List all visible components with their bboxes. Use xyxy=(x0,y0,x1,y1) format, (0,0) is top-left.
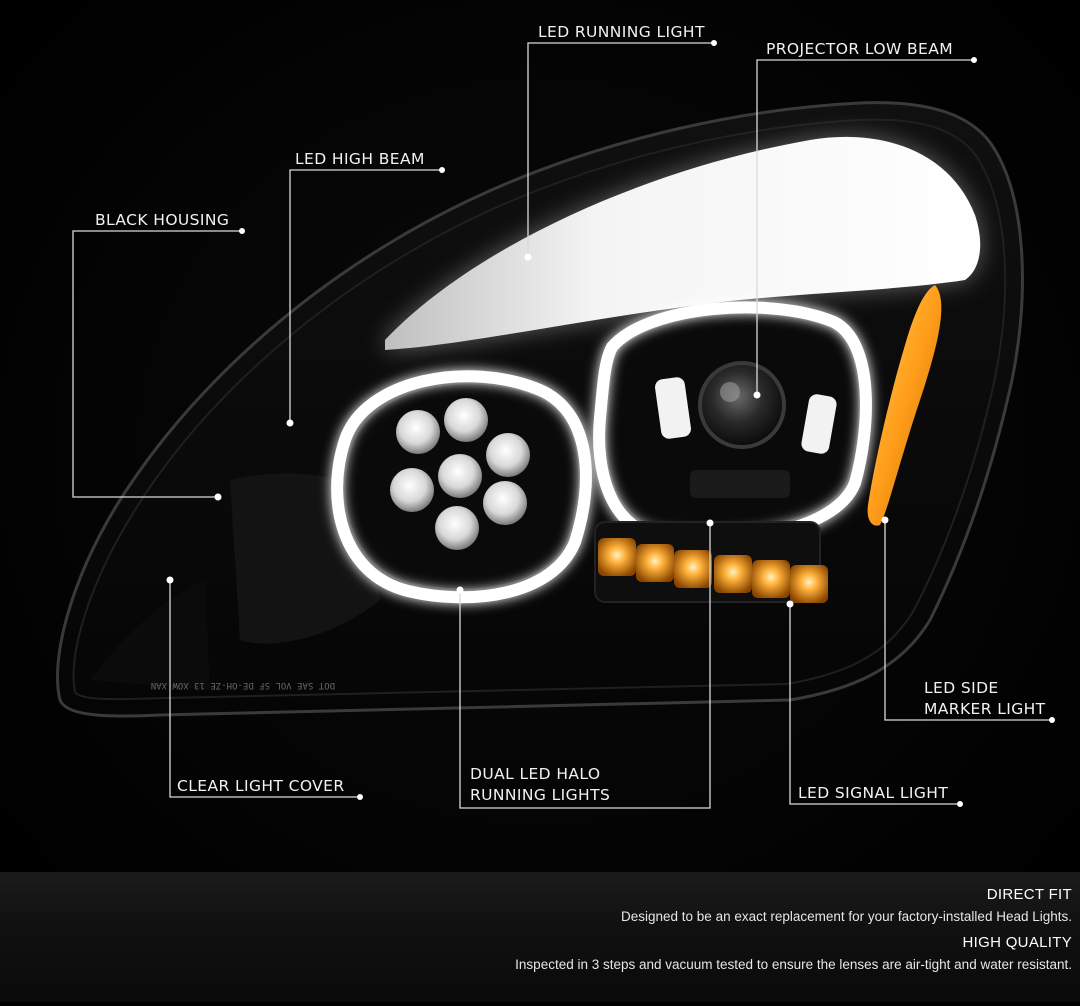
feature-title: DIRECT FIT xyxy=(986,886,1072,903)
label-led-side-marker-line2: MARKER LIGHT xyxy=(924,700,1046,718)
label-dual-halo-line1: DUAL LED HALO xyxy=(470,765,601,783)
label-projector-low-beam: PROJECTOR LOW BEAM xyxy=(766,40,954,58)
led-high-beam-module xyxy=(331,370,592,604)
projector-low-beam-module xyxy=(593,301,872,546)
label-dual-led-halo-running-lights: DUAL LED HALO RUNNING LIGHTS xyxy=(470,764,610,806)
leader-dots xyxy=(166,40,1055,807)
label-led-high-beam: LED HIGH BEAM xyxy=(295,150,425,168)
label-dual-halo-line2: RUNNING LIGHTS xyxy=(470,786,611,804)
label-black-housing: BLACK HOUSING xyxy=(95,211,230,229)
label-led-running-light: LED RUNNING LIGHT xyxy=(538,23,705,41)
leader-lines xyxy=(72,42,1050,809)
led-signal-light-bar xyxy=(594,521,828,603)
feature-title: HIGH QUALITY xyxy=(962,934,1072,951)
label-led-side-marker-light: LED SIDE MARKER LIGHT xyxy=(924,678,1046,720)
feature-info-band: DIRECT FIT Designed to be an exact repla… xyxy=(0,872,1080,1002)
label-clear-light-cover: CLEAR LIGHT COVER xyxy=(177,777,345,795)
feature-description: Inspected in 3 steps and vacuum tested t… xyxy=(515,957,1072,972)
feature-high-quality: HIGH QUALITY Inspected in 3 steps and va… xyxy=(515,934,1072,972)
feature-description: Designed to be an exact replacement for … xyxy=(621,909,1072,924)
lens-etching: DOT SAE VOL SF DE-OH-ZE 13 XOW XAN xyxy=(151,680,335,690)
label-led-signal-light: LED SIGNAL LIGHT xyxy=(798,784,949,802)
led-side-marker-shape xyxy=(867,285,942,526)
feature-direct-fit: DIRECT FIT Designed to be an exact repla… xyxy=(621,886,1072,924)
led-running-light-strip xyxy=(385,136,981,350)
label-led-side-marker-line1: LED SIDE xyxy=(924,679,999,697)
